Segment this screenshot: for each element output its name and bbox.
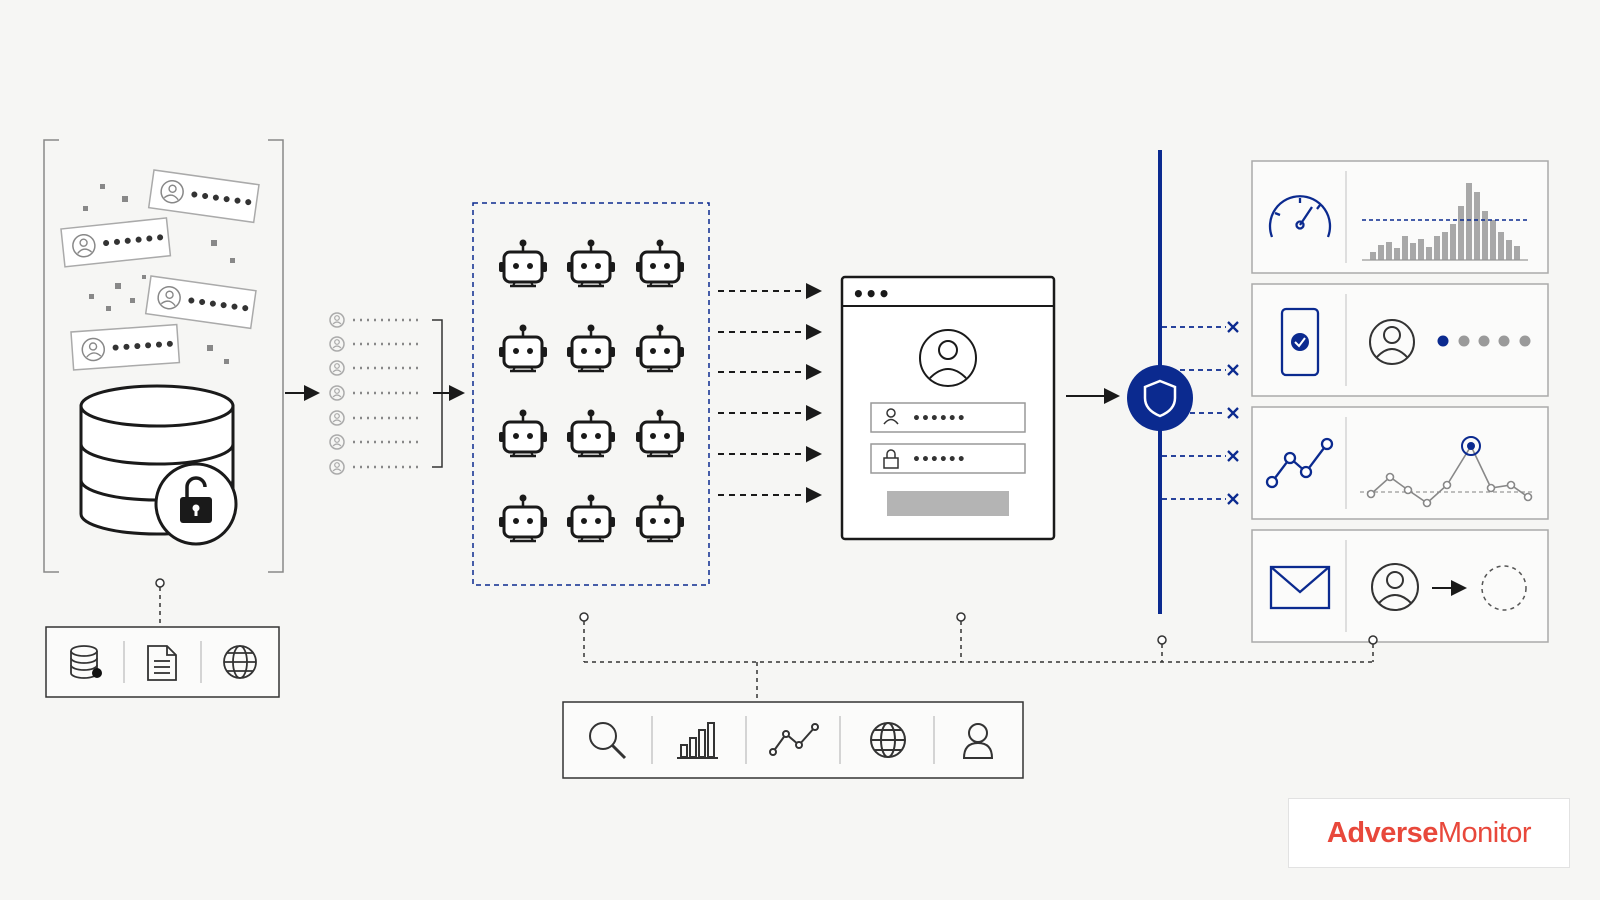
credential-card: •••••• bbox=[60, 217, 172, 268]
user-icon[interactable] bbox=[962, 723, 994, 759]
shield-icon bbox=[1127, 365, 1193, 431]
robot-icon bbox=[565, 408, 617, 458]
source-toolbar bbox=[45, 626, 280, 698]
anomaly-line bbox=[1366, 444, 1533, 508]
lock-icon bbox=[883, 449, 899, 469]
robot-icon bbox=[634, 238, 686, 288]
robot-icon bbox=[497, 408, 549, 458]
trend-icon bbox=[1265, 437, 1334, 489]
bar-chart-icon[interactable] bbox=[677, 722, 718, 759]
credential-card: •••••• bbox=[144, 275, 257, 330]
username-field[interactable]: •••••• bbox=[870, 402, 1026, 433]
speedometer-icon bbox=[1268, 195, 1332, 238]
defense-panel-mfa bbox=[1251, 283, 1549, 397]
bot-network bbox=[472, 202, 710, 586]
identity-list bbox=[329, 312, 443, 475]
logo-part-monitor: Monitor bbox=[1437, 816, 1532, 849]
anomaly-spike-marker bbox=[1461, 436, 1481, 456]
credential-card: •••••• bbox=[70, 323, 181, 371]
robot-icon bbox=[565, 323, 617, 373]
database-icon[interactable] bbox=[70, 645, 102, 679]
credential-source-panel: •••••• •••••• •••••• •••••• bbox=[43, 139, 284, 573]
robot-icon bbox=[634, 323, 686, 373]
brand-logo: AdverseMonitor bbox=[1288, 798, 1570, 868]
unlocked-padlock-icon bbox=[154, 462, 238, 546]
defense-panel-anomaly bbox=[1251, 406, 1549, 520]
defense-panel-notify bbox=[1251, 529, 1549, 643]
robot-icon bbox=[565, 238, 617, 288]
defense-panel-rate bbox=[1251, 160, 1549, 274]
credential-mask: •••••• bbox=[110, 335, 176, 359]
user-icon bbox=[1369, 319, 1415, 365]
analysis-connectors bbox=[579, 612, 1378, 702]
line-trend-icon[interactable] bbox=[769, 723, 819, 756]
user-icon bbox=[1371, 563, 1419, 611]
phone-verify-icon bbox=[1280, 307, 1320, 377]
user-icon bbox=[883, 408, 899, 425]
attack-requests bbox=[718, 283, 822, 503]
robot-icon bbox=[497, 493, 549, 543]
avatar-icon bbox=[919, 329, 977, 387]
verification-progress bbox=[1437, 335, 1531, 347]
globe-icon[interactable] bbox=[870, 722, 906, 758]
document-icon[interactable] bbox=[147, 645, 177, 681]
robot-icon bbox=[565, 493, 617, 543]
traffic-bar-chart bbox=[1370, 183, 1520, 260]
robot-icon bbox=[634, 493, 686, 543]
envelope-icon bbox=[1269, 565, 1331, 610]
analysis-toolbar bbox=[562, 701, 1024, 779]
credential-card: •••••• bbox=[147, 169, 260, 224]
empty-user-slot bbox=[1481, 565, 1527, 611]
password-mask: •••••• bbox=[912, 452, 966, 468]
robot-icon bbox=[497, 323, 549, 373]
login-window: ••• •••••• •••••• bbox=[840, 275, 1056, 541]
robot-icon bbox=[497, 238, 549, 288]
robot-icon bbox=[634, 408, 686, 458]
login-button[interactable] bbox=[887, 491, 1009, 516]
password-field[interactable]: •••••• bbox=[870, 443, 1026, 474]
window-controls: ••• bbox=[852, 282, 890, 306]
search-icon[interactable] bbox=[589, 722, 627, 760]
logo-part-adverse: Adverse bbox=[1326, 816, 1438, 849]
username-mask: •••••• bbox=[912, 411, 966, 427]
globe-icon[interactable] bbox=[223, 645, 257, 679]
